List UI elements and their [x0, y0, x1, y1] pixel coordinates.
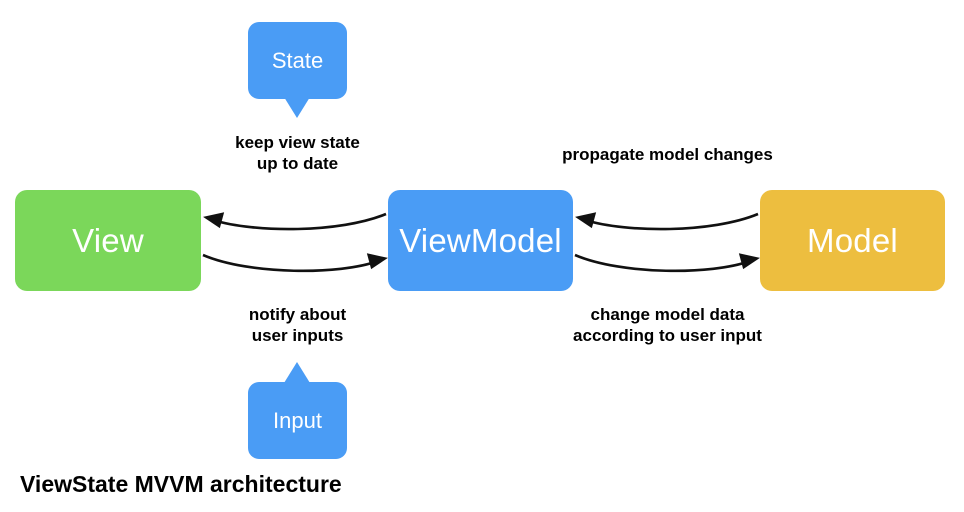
- callout-state[interactable]: State: [248, 22, 347, 99]
- arrow-view-to-viewmodel-line: [202, 253, 379, 273]
- node-view[interactable]: View: [15, 190, 201, 291]
- callout-input[interactable]: Input: [248, 382, 347, 459]
- input-callout-tail: [284, 362, 310, 383]
- node-model[interactable]: Model: [760, 190, 945, 291]
- arrow-model-to-viewmodel-line: [584, 212, 759, 231]
- state-callout-tail: [284, 97, 310, 118]
- edge-label-keep-view-state: keep view state up to date: [235, 133, 360, 174]
- node-viewmodel-label: ViewModel: [399, 222, 562, 259]
- arrow-viewmodel-to-view-line: [212, 212, 387, 231]
- callout-input-label: Input: [273, 407, 322, 433]
- arrow-viewmodel-to-model-line: [574, 253, 751, 273]
- node-view-label: View: [72, 222, 144, 259]
- arrow-model-to-viewmodel: [575, 212, 759, 231]
- arrow-model-to-viewmodel-head: [575, 212, 597, 229]
- arrow-view-to-viewmodel-head: [366, 253, 388, 270]
- arrow-view-to-viewmodel: [202, 253, 388, 273]
- arrow-viewmodel-to-view-head: [203, 212, 225, 229]
- node-viewmodel[interactable]: ViewModel: [388, 190, 573, 291]
- diagram-caption: ViewState MVVM architecture: [20, 471, 342, 497]
- arrow-viewmodel-to-model-head: [738, 253, 760, 270]
- node-model-label: Model: [807, 222, 898, 259]
- edge-label-change-model-data: change model data according to user inpu…: [573, 305, 762, 346]
- edge-label-propagate-model-changes: propagate model changes: [562, 145, 773, 164]
- edge-label-notify-about-user-inputs: notify about user inputs: [248, 305, 347, 346]
- arrow-viewmodel-to-model: [574, 253, 760, 273]
- arrow-viewmodel-to-view: [203, 212, 387, 231]
- callout-state-label: State: [271, 47, 324, 73]
